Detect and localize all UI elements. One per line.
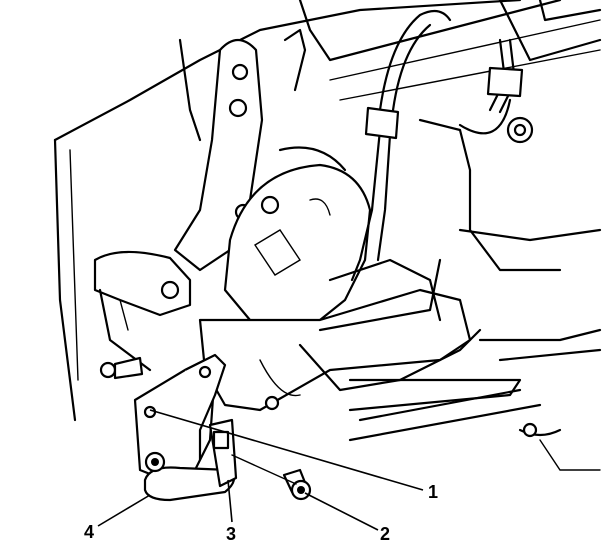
leader-2 bbox=[304, 492, 379, 531]
blower-motor-housing bbox=[223, 146, 372, 332]
callout-2: 2 bbox=[380, 524, 390, 544]
mounting-bolt bbox=[231, 454, 312, 501]
leader-3 bbox=[227, 479, 233, 523]
leader-1 bbox=[149, 409, 424, 491]
retainer-clip bbox=[208, 418, 238, 488]
hvac-module-body bbox=[198, 258, 542, 442]
lower-bracket-assembly bbox=[133, 353, 236, 502]
wiring-harness bbox=[298, 9, 524, 392]
leader-4 bbox=[97, 494, 151, 527]
callout-labels: 1 2 3 4 bbox=[84, 482, 438, 544]
left-bolt bbox=[99, 356, 144, 380]
callout-3: 3 bbox=[226, 524, 236, 544]
left-side-bracket bbox=[93, 250, 192, 372]
right-side-details bbox=[418, 116, 602, 471]
callout-1: 1 bbox=[428, 482, 438, 502]
callout-4: 4 bbox=[84, 522, 94, 542]
callout-leaders bbox=[97, 409, 424, 531]
